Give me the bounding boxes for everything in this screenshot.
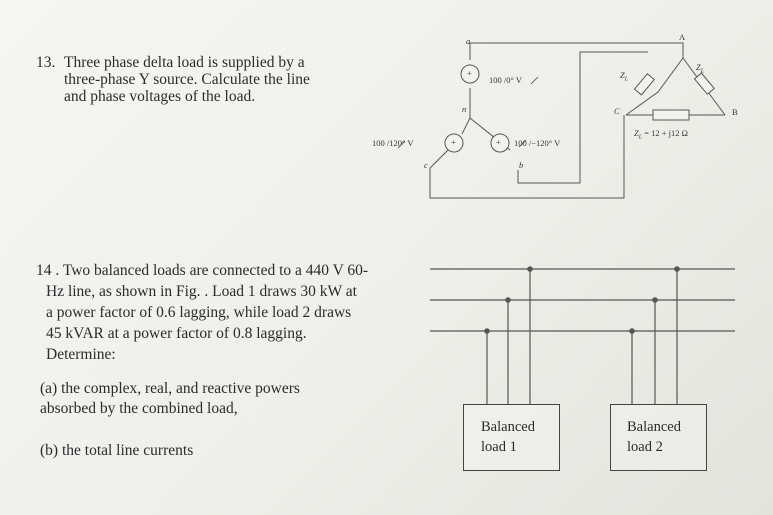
source-b-value: 100 /−120° V [514, 138, 561, 148]
problem13-number: 13. [36, 54, 56, 71]
node-c-label: c [424, 160, 428, 170]
problem14-part-a-line-2: absorbed by the combined load, [40, 400, 238, 417]
line-a-wire [469, 42, 684, 60]
problem13-line-3: and phase voltages of the load. [64, 88, 256, 105]
source-a-value: 100 /0° V [489, 75, 522, 85]
node-b-label: b [519, 160, 524, 170]
delta-left-side [625, 57, 684, 116]
source-b-plus: + [496, 137, 501, 147]
problem14-part-a-line-1: (a) the complex, real, and reactive powe… [40, 380, 300, 397]
balanced-load-1-label-1: Balanced [481, 419, 535, 435]
node-A-label: A [679, 32, 686, 42]
line-c-wire [429, 115, 625, 199]
source-c-value: 100 /120° V [372, 138, 414, 148]
problem14-line-5: Determine: [46, 346, 116, 363]
problem14-line-2: Hz line, as shown in Fig. . Load 1 draws… [46, 283, 357, 300]
source-a-plus: + [467, 68, 472, 78]
problem13-line-2: three-phase Y source. Calculate the line [64, 71, 310, 88]
balanced-load-1-label-2: load 1 [481, 439, 517, 455]
problem14-line-3: a power factor of 0.6 lagging, while loa… [46, 304, 352, 321]
line-b-wire [517, 51, 648, 184]
n-to-c-lead [461, 117, 471, 135]
balanced-load-2-label-2: load 2 [627, 439, 663, 455]
problem14-line-4: 45 kVAR at a power factor of 0.8 lagging… [46, 325, 307, 342]
zl-left-box [633, 73, 655, 96]
source-b-icon [490, 133, 510, 153]
zl-bottom-box [652, 109, 690, 121]
source-c-plus: + [451, 137, 456, 147]
balanced-load-2-label-1: Balanced [627, 419, 681, 435]
zl-left-label: ZL [620, 70, 629, 83]
zl-right-label: ZL [696, 62, 705, 75]
problem14-line-1: 14 . Two balanced loads are connected to… [36, 262, 369, 279]
zl-right-box [693, 72, 715, 95]
source-a-icon [460, 64, 480, 84]
problem14-part-b: (b) the total line currents [40, 442, 194, 459]
impedance-value-label: ZL = 12 + j12 Ω [634, 128, 688, 141]
node-B-label: B [732, 107, 738, 117]
problem13-line-1: Three phase delta load is supplied by a [64, 54, 305, 71]
node-n-label: n [462, 104, 467, 114]
balanced-load-2-box [610, 404, 707, 471]
balanced-load-1-box [463, 404, 560, 471]
node-C-label: C [614, 106, 620, 116]
node-a-label: a [466, 36, 471, 46]
source-c-icon [444, 133, 464, 153]
